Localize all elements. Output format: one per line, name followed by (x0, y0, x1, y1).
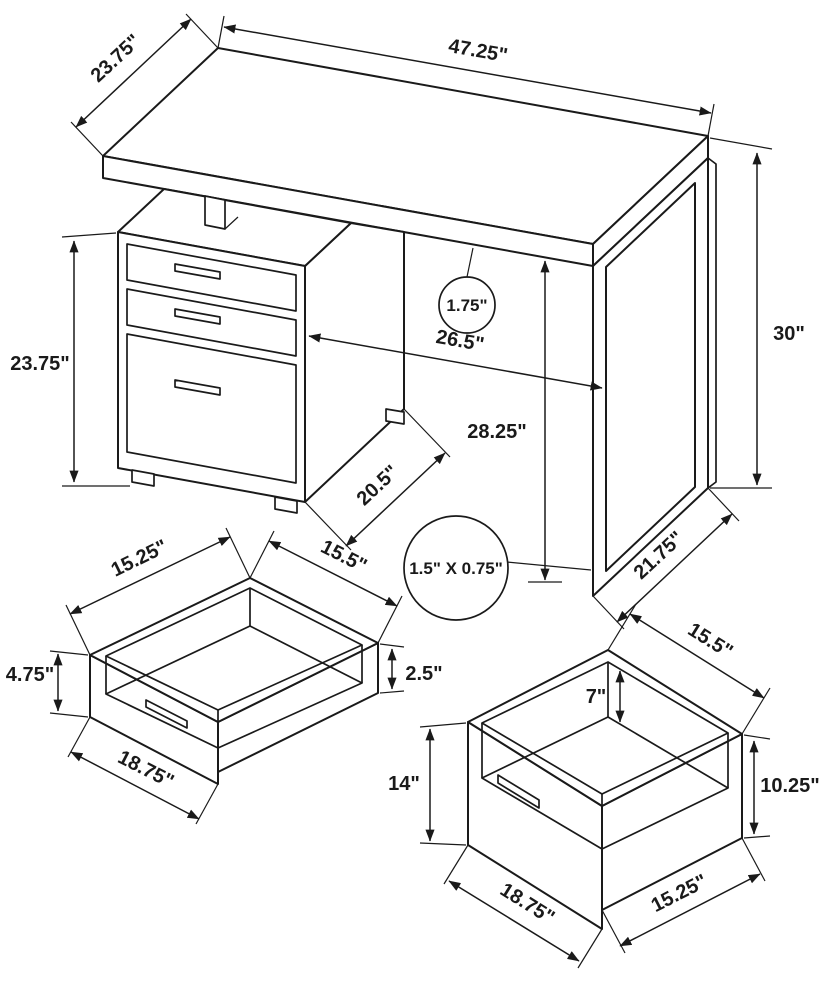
dim-line (75, 18, 192, 128)
callout-circle (438, 276, 496, 334)
small-drawer (89, 577, 379, 785)
ext-line (743, 734, 771, 740)
dim-small-drawer-side-height: 2.5" (379, 643, 443, 694)
cabinet-foot-back (385, 408, 405, 425)
dim-line (345, 452, 446, 547)
support-post-edge (224, 216, 239, 230)
dim-file-drawer-side-height: 10.25" (743, 734, 820, 839)
ext-line (419, 842, 467, 846)
ext-line (49, 712, 89, 718)
dim-line (69, 536, 231, 615)
dim-label: 14" (388, 773, 420, 795)
dim-label: 1.75" (446, 296, 487, 315)
desk-top-thickness-callout: 1.75" (438, 247, 496, 334)
dim-clearance-height: 28.25" (467, 260, 562, 583)
ext-line (607, 603, 637, 651)
ext-line (249, 530, 275, 579)
drawer-handle-2 (174, 308, 221, 325)
dim-file-drawer-inner-depth: 7" (586, 670, 625, 723)
ext-line (217, 15, 225, 49)
dim-label: 23.75" (87, 30, 146, 87)
ext-line (403, 408, 451, 458)
leg-frame-depth-edge (707, 157, 717, 489)
drawer-handle-3 (174, 379, 221, 396)
ext-line (65, 604, 91, 656)
dim-label: 2.5" (405, 663, 442, 685)
dim-label: 15.5" (684, 619, 737, 663)
cabinet-side-panel (304, 222, 405, 503)
ext-line (601, 909, 626, 954)
dim-line (616, 513, 733, 623)
dim-file-drawer-front-height: 14" (388, 722, 467, 846)
dim-desk-height: 30" (709, 137, 805, 489)
file-drawer (467, 649, 743, 930)
dim-label: 47.25" (447, 35, 509, 67)
ext-line (707, 487, 740, 522)
dim-label: 4.75" (6, 664, 54, 686)
small-drawer-handle (145, 699, 188, 729)
dim-line (70, 751, 200, 820)
file-drawer-handle (497, 774, 540, 809)
ext-line (743, 835, 771, 839)
ext-line (592, 595, 625, 630)
drawer-handle-1 (174, 263, 221, 280)
drawer-cabinet (117, 188, 405, 514)
ext-line (379, 643, 405, 648)
dim-cabinet-height: 23.75" (10, 232, 130, 487)
ext-line (195, 783, 219, 825)
dim-label: 28.25" (467, 421, 527, 443)
leg-frame-inner (605, 182, 696, 572)
cabinet-foot-front-right (274, 496, 298, 514)
dim-label: 7" (586, 686, 607, 708)
dim-line (308, 333, 603, 391)
dim-label: 10.25" (760, 775, 820, 797)
dim-line (268, 540, 398, 607)
cabinet-foot-front-left (131, 469, 155, 487)
ext-line (67, 716, 91, 758)
ext-line (741, 837, 766, 882)
leader-line (466, 247, 474, 278)
dim-line (619, 873, 761, 947)
dim-line (448, 880, 580, 962)
ext-line (709, 137, 773, 150)
dim-line (223, 24, 712, 116)
dim-label: 23.75" (10, 353, 70, 375)
leader-line (506, 561, 592, 571)
dim-label: 20.5" (353, 461, 403, 510)
ext-line (379, 690, 405, 694)
ext-line (70, 121, 104, 157)
ext-line (61, 232, 117, 238)
leg-profile-callout: 1.5" X 0.75" (403, 515, 592, 621)
dim-label: 1.5" X 0.75" (409, 559, 503, 578)
right-leg-frame (592, 157, 717, 597)
drawer-front-3 (126, 333, 297, 484)
ext-line (577, 928, 603, 969)
ext-line (443, 844, 469, 885)
dim-label: 15.25" (108, 536, 171, 582)
ext-line (741, 687, 771, 735)
dim-small-drawer-front-height: 4.75" (6, 650, 89, 718)
dim-line (629, 613, 765, 699)
callout-circle (403, 515, 509, 621)
ext-line (225, 527, 251, 579)
desk-assembly (102, 47, 717, 597)
dim-label: 30" (773, 323, 805, 345)
support-post (204, 195, 226, 230)
ext-line (377, 595, 403, 644)
ext-line (707, 103, 715, 137)
ext-line (49, 650, 89, 656)
ext-line (419, 722, 467, 728)
